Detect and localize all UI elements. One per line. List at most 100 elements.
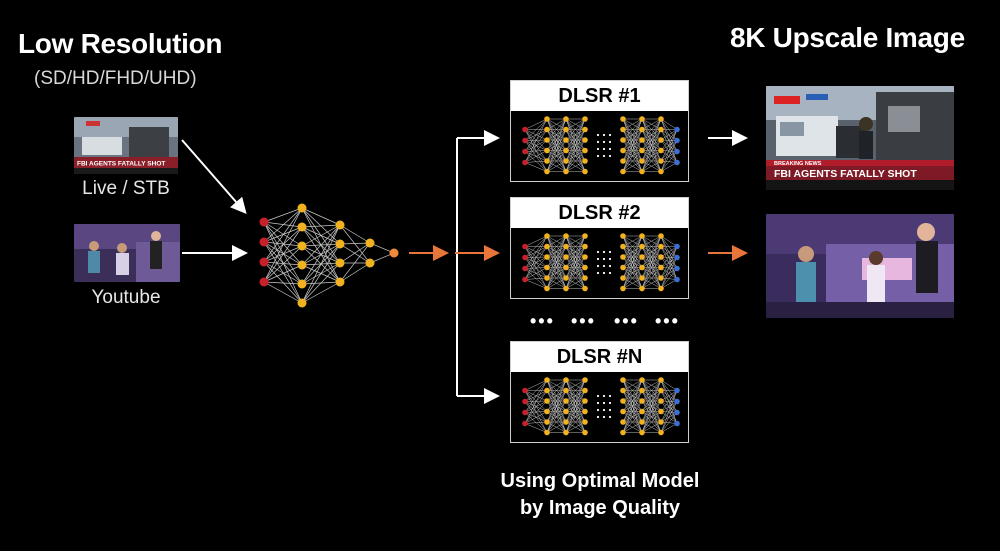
mini-network-edge	[622, 118, 643, 130]
mini-network-node	[674, 137, 680, 144]
mini-network-dot	[596, 408, 600, 412]
mini-network-edge	[660, 379, 678, 391]
mini-network-node	[658, 264, 664, 271]
network-edge	[263, 221, 303, 247]
mini-network-node	[522, 254, 528, 261]
mini-network-node	[582, 429, 588, 436]
caption-line-2: by Image Quality	[519, 497, 681, 519]
mini-network-dot	[602, 154, 606, 158]
mini-network-node	[582, 126, 588, 133]
mini-network-edge	[546, 235, 567, 258]
mini-network-dot	[596, 401, 600, 405]
mini-network-dot	[608, 250, 612, 254]
mini-network-edge	[660, 423, 678, 433]
mini-network-node	[563, 147, 569, 154]
mini-network-node	[522, 265, 528, 272]
mini-network-node	[658, 233, 664, 239]
mini-network-node	[658, 398, 664, 404]
mini-network-node	[639, 275, 645, 281]
mini-network-edge	[546, 246, 567, 289]
mini-network-dot	[602, 133, 606, 137]
mini-network-edge	[622, 379, 643, 402]
mini-network-edge	[546, 118, 567, 172]
mini-network-node	[563, 398, 569, 404]
output-banner-text: FBI AGENTS FATALLY SHOT	[774, 168, 917, 180]
network-node	[259, 217, 269, 227]
mini-network-node	[658, 429, 664, 436]
mini-network-edge	[622, 421, 643, 433]
mini-network-node	[582, 116, 588, 122]
mini-network-node	[582, 264, 588, 271]
mini-network-edge	[622, 411, 643, 433]
mini-network-edge	[565, 235, 586, 268]
mini-network-edge	[524, 160, 548, 163]
news-banner-text: FBI AGENTS FATALLY SHOT	[77, 161, 165, 168]
optimal-model-caption: Using Optimal Model by Image Quality	[470, 468, 730, 522]
mini-network-node	[563, 243, 569, 250]
mini-network-edge	[622, 246, 643, 289]
mini-network-node	[658, 158, 664, 164]
mini-network-edge	[524, 246, 548, 280]
mini-network-node	[639, 377, 645, 383]
mini-network-node	[620, 147, 626, 154]
mini-network-edge	[622, 129, 643, 172]
mini-network-edge	[546, 235, 567, 279]
mini-network-node	[544, 285, 550, 292]
mini-network-edge	[660, 279, 678, 289]
mini-network-edge	[524, 235, 548, 247]
youtube-thumbnail	[74, 224, 180, 282]
mini-network-edge	[546, 235, 567, 247]
network-edge	[339, 242, 371, 245]
selector-network	[259, 203, 399, 308]
mini-network-node	[544, 126, 550, 133]
mini-network-node	[639, 233, 645, 239]
dlsr-model-1: DLSR #1	[510, 80, 689, 182]
mini-network-node	[544, 275, 550, 281]
mini-network-dot	[596, 140, 600, 144]
mini-network-node	[674, 409, 680, 416]
network-edge	[263, 207, 303, 263]
dlsr-2-label: DLSR #2	[511, 198, 688, 228]
mini-network-dot	[596, 154, 600, 158]
network-node	[297, 241, 307, 251]
mini-network-edge	[565, 139, 586, 172]
mini-network-node	[563, 254, 569, 260]
mini-network-node	[620, 398, 626, 404]
mini-network-node	[563, 116, 569, 122]
mini-network-node	[563, 285, 569, 292]
mini-network-node	[522, 387, 528, 394]
mini-network-dot	[602, 264, 606, 268]
mini-network-edge	[546, 390, 567, 433]
mini-network-node	[639, 254, 645, 260]
mini-network-edge	[546, 235, 567, 289]
mini-network-node	[582, 168, 588, 175]
mini-network-dot	[596, 394, 600, 398]
mini-network-node	[674, 276, 680, 283]
network-node	[335, 258, 345, 268]
output-news-image: BREAKING NEWS FBI AGENTS FATALLY SHOT	[766, 86, 954, 190]
mini-network-edge	[622, 267, 643, 289]
mini-network-node	[620, 285, 626, 292]
mini-network-node	[620, 116, 626, 122]
mini-network-edge	[565, 411, 586, 433]
mini-network-edge	[565, 118, 586, 172]
network-node	[335, 239, 345, 249]
mini-network-edge	[546, 235, 567, 268]
mini-network-node	[658, 377, 664, 383]
mini-network-node	[544, 233, 550, 239]
mini-network-node	[563, 137, 569, 143]
mini-network-node	[522, 276, 528, 283]
mini-network-node	[582, 285, 588, 292]
mini-network-edge	[524, 379, 548, 413]
mini-network-dot	[596, 271, 600, 275]
network-edge	[263, 207, 303, 283]
mini-network-edge	[546, 129, 567, 172]
mini-network-edge	[524, 118, 548, 163]
mini-network-node	[544, 168, 550, 175]
mini-network-edge	[524, 150, 548, 163]
mini-network-node	[674, 148, 680, 155]
network-edge	[301, 224, 341, 304]
mini-network-edge	[524, 421, 548, 424]
mini-network-edge	[565, 267, 586, 289]
